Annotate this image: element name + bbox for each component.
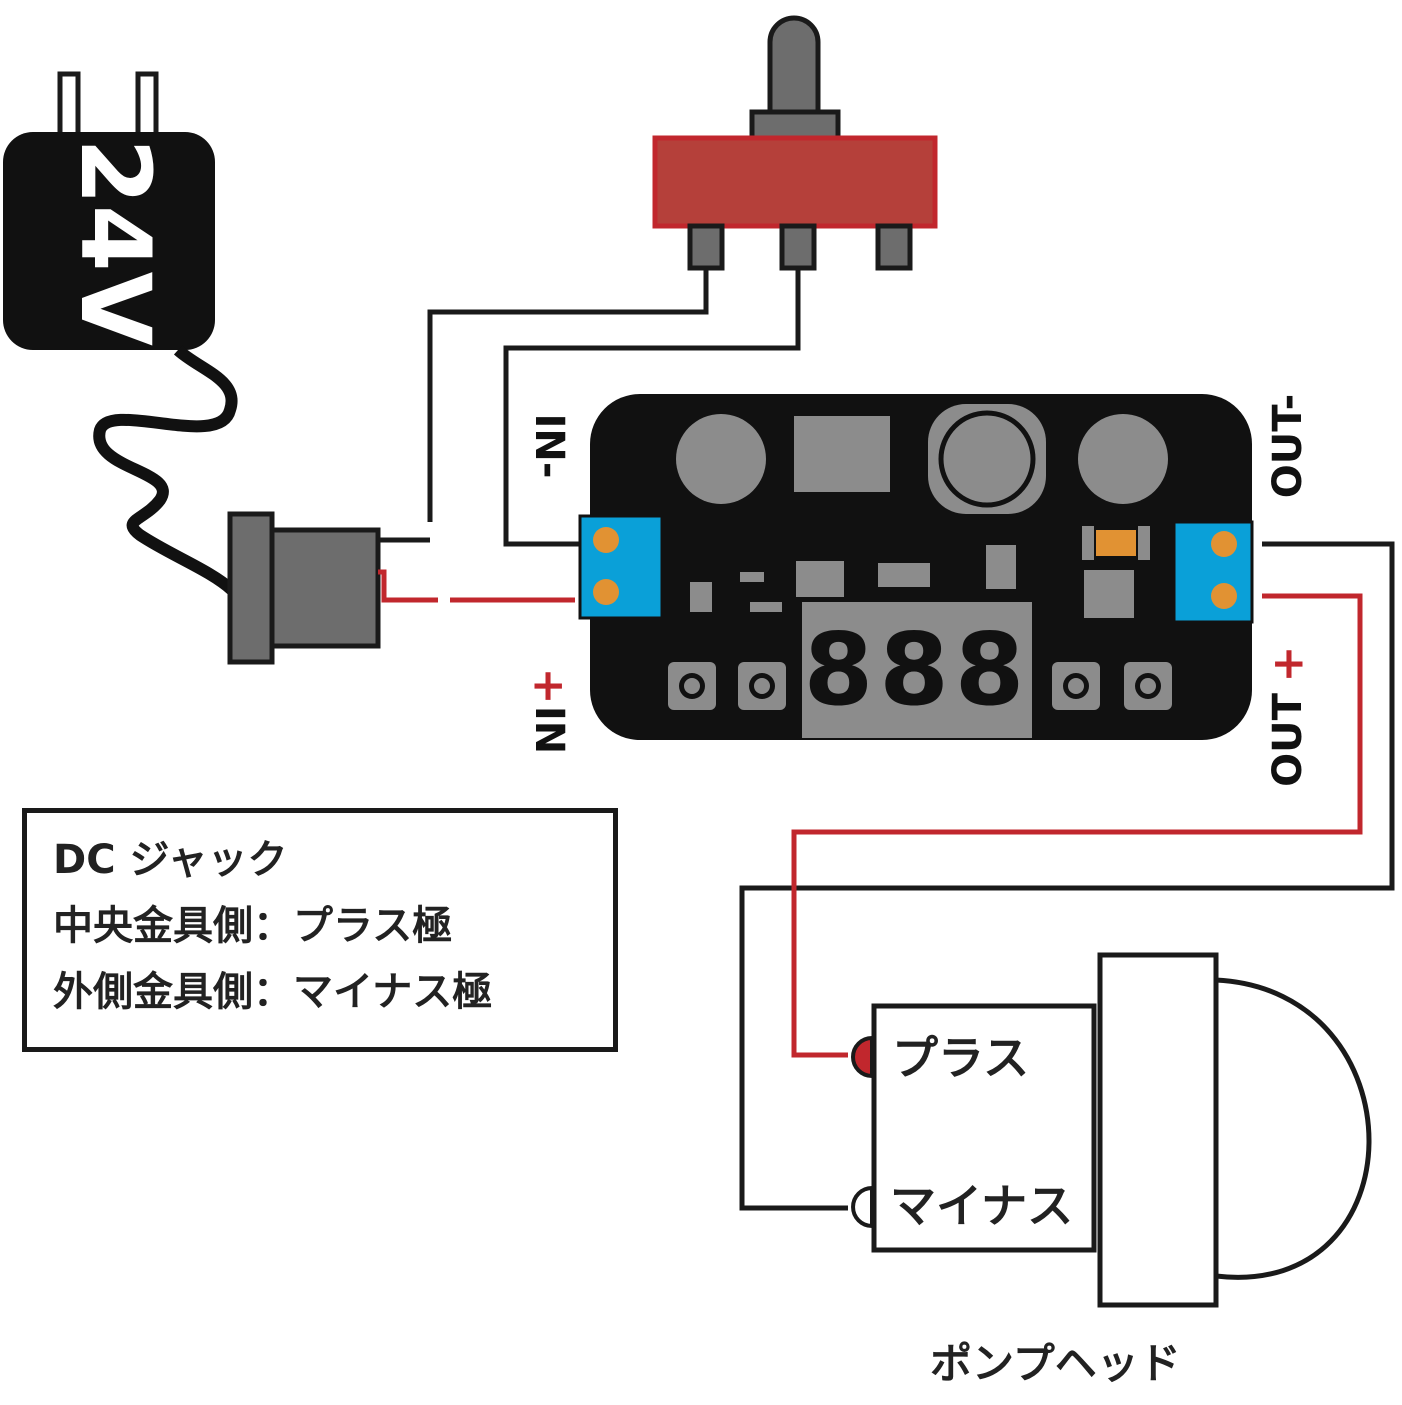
label-in-plus-text: IN xyxy=(526,706,572,754)
smd-part-8 xyxy=(1138,526,1150,560)
adapter-body xyxy=(3,132,215,350)
input-terminal-screw-plus xyxy=(593,579,619,605)
adapter-prong-left xyxy=(57,71,81,139)
chip-top xyxy=(794,416,890,492)
smd-part-5 xyxy=(878,563,930,587)
smd-part-2 xyxy=(740,572,764,582)
smd-part-1 xyxy=(690,582,712,612)
pump-plus-label: プラス xyxy=(892,1031,1029,1085)
smd-part-9 xyxy=(1084,570,1134,618)
capacitor-right xyxy=(1078,414,1168,504)
module-button-1[interactable] xyxy=(668,662,716,710)
display-panel xyxy=(802,602,1032,738)
label-out-plus-text: OUT xyxy=(1265,692,1311,786)
switch-body xyxy=(652,135,938,229)
converter-module: 888 xyxy=(578,394,1254,740)
label-in-minus: IN- xyxy=(526,414,572,479)
wires xyxy=(378,268,1395,1211)
pump-plus-terminal xyxy=(851,1035,874,1079)
adapter-prong-right xyxy=(135,71,159,139)
switch-pin-center xyxy=(779,223,817,271)
pump-minus-label: マイナス xyxy=(890,1179,1073,1233)
switch-lever xyxy=(767,15,821,115)
capacitor-left xyxy=(676,414,766,504)
module-button-2[interactable] xyxy=(738,662,786,710)
adapter-voltage-label: 24V xyxy=(59,138,171,346)
smd-resistor xyxy=(1096,530,1136,556)
display-digits: 888 xyxy=(804,611,1031,728)
switch-pin-right xyxy=(875,223,913,271)
toggle-switch xyxy=(652,15,938,271)
dc-jack-body xyxy=(269,527,381,649)
pump: プラス マイナス xyxy=(851,952,1372,1308)
note-line-2: 中央金具側：プラス極 xyxy=(53,903,453,949)
wire-out-plus-red xyxy=(791,593,1363,1058)
ac-adapter: 24V xyxy=(3,71,238,595)
pump-caption: ポンプヘッド xyxy=(930,1339,1181,1388)
module-button-4[interactable] xyxy=(1124,662,1172,710)
output-terminal-screw-minus xyxy=(1211,531,1237,557)
input-terminal-screw-minus xyxy=(593,527,619,553)
switch-pin-left xyxy=(687,223,725,271)
pump-dome xyxy=(1215,977,1372,1280)
module-button-3[interactable] xyxy=(1052,662,1100,710)
note-line-1: DC ジャック xyxy=(53,837,288,883)
input-terminal-block xyxy=(578,514,664,620)
adapter-cable xyxy=(93,345,238,595)
dc-jack-note: DC ジャック 中央金具側：プラス極 外側金具側：マイナス極 xyxy=(22,808,618,1052)
wire-switch-left-down xyxy=(427,268,709,522)
note-line-3: 外側金具側：マイナス極 xyxy=(53,969,493,1015)
label-in-plus-sign: + xyxy=(524,668,575,705)
label-out-minus: OUT- xyxy=(1265,394,1311,499)
output-terminal-screw-plus xyxy=(1211,583,1237,609)
inductor-core xyxy=(938,410,1036,508)
dc-jack xyxy=(227,511,381,665)
pump-minus-terminal xyxy=(851,1185,874,1229)
wire-jack-center-red xyxy=(378,569,438,603)
smd-part-4 xyxy=(796,561,844,597)
label-out-plus-sign: + xyxy=(1263,646,1314,683)
smd-part-7 xyxy=(1082,526,1094,560)
output-terminal-block xyxy=(1172,520,1254,624)
pump-motor-body xyxy=(871,1003,1097,1253)
wire-switch-center-to-in-minus xyxy=(503,268,801,547)
pump-head-plate xyxy=(1097,952,1219,1308)
wire-out-minus-black xyxy=(739,541,1395,1211)
smd-part-3 xyxy=(750,602,782,612)
dc-jack-flange xyxy=(227,511,275,665)
smd-part-6 xyxy=(986,545,1016,589)
